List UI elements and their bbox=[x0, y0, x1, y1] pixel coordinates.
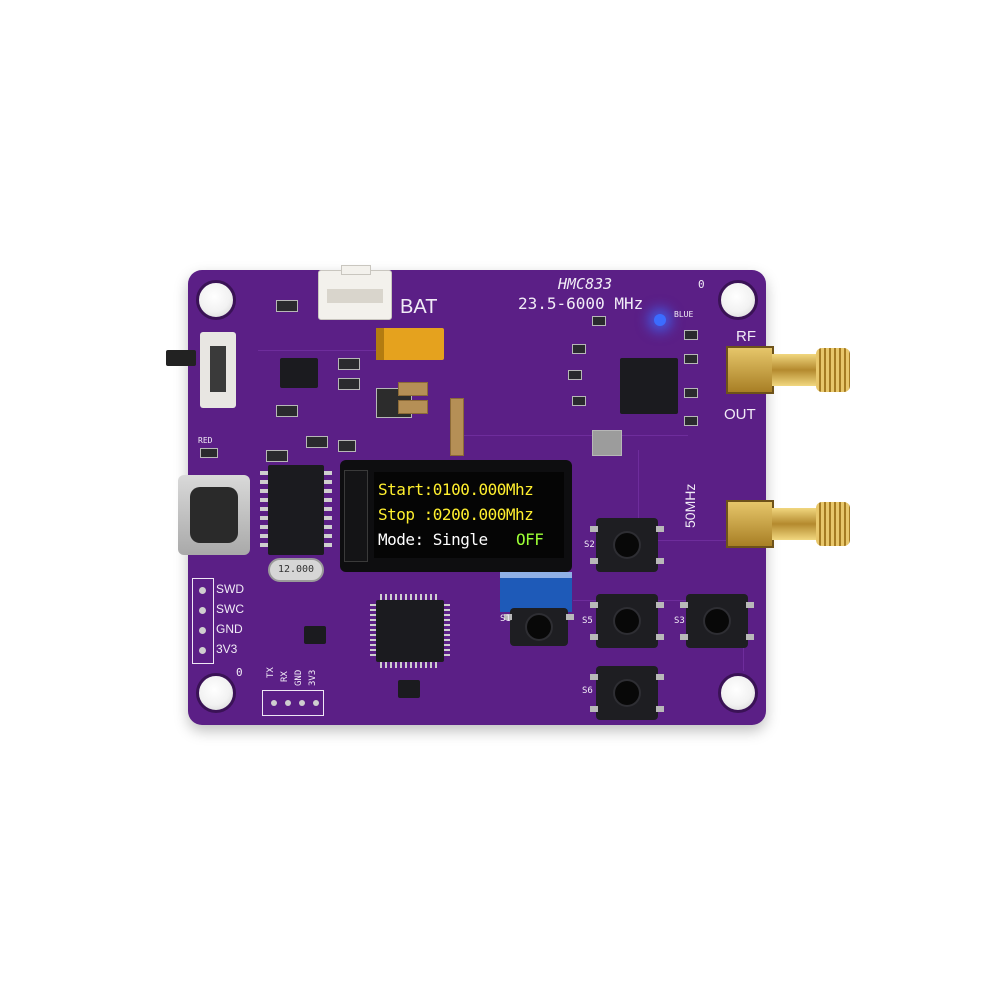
stop-line: Stop :0200.000Mhz bbox=[378, 505, 534, 524]
capacitor bbox=[398, 382, 428, 396]
oled-screen: Start:0100.000Mhz Stop :0200.000Mhz Mode… bbox=[374, 472, 564, 558]
start-label: Start: bbox=[378, 480, 433, 499]
button-s1-label: S1 bbox=[500, 614, 511, 624]
resistor bbox=[266, 450, 288, 462]
ref-label: 50MHz bbox=[682, 483, 698, 528]
resistor bbox=[684, 416, 698, 426]
pcb-trace bbox=[258, 350, 428, 351]
mounting-hole bbox=[718, 280, 758, 320]
pin-3v3: 3V3 bbox=[216, 642, 238, 656]
zero-label: 0 bbox=[698, 278, 705, 291]
button-s1[interactable] bbox=[504, 608, 574, 646]
pin-gnd: GND bbox=[216, 622, 243, 636]
hmc833-chip bbox=[620, 358, 678, 414]
serial-3v3: 3V3 bbox=[308, 669, 318, 686]
rf-out-sma-connector[interactable] bbox=[726, 342, 856, 398]
rf-label: RF bbox=[736, 328, 756, 345]
mode-line: Mode: Single OFF bbox=[378, 530, 544, 549]
resistor bbox=[276, 300, 298, 312]
capacitor bbox=[398, 400, 428, 414]
button-s5-label: S5 bbox=[582, 616, 593, 626]
bat-label: BAT bbox=[400, 296, 438, 318]
button-s2[interactable] bbox=[590, 518, 664, 572]
switch-lever[interactable] bbox=[166, 350, 196, 366]
serial-rx: RX bbox=[280, 671, 290, 682]
button-s5[interactable] bbox=[590, 594, 664, 648]
serial-header bbox=[262, 690, 324, 716]
regulator-chip bbox=[398, 680, 420, 698]
crystal-oscillator: 12.000 bbox=[268, 558, 324, 582]
usb-serial-chip bbox=[260, 465, 332, 555]
button-s6[interactable] bbox=[590, 666, 664, 720]
pcb-board: BAT HMC833 23.5-6000 MHz 0 12.000 bbox=[166, 265, 766, 725]
regulator-chip bbox=[280, 358, 318, 388]
start-value: 0100.000Mhz bbox=[432, 480, 534, 499]
swd-header bbox=[192, 578, 214, 664]
resistor bbox=[568, 370, 582, 380]
red-led-label: RED bbox=[198, 436, 213, 445]
resistor bbox=[684, 388, 698, 398]
status-led bbox=[654, 314, 666, 326]
button-s3[interactable] bbox=[680, 594, 754, 648]
pin-swc: SWC bbox=[216, 602, 244, 616]
mode-state: OFF bbox=[516, 530, 544, 549]
mounting-hole bbox=[718, 673, 758, 713]
serial-tx: TX bbox=[266, 667, 276, 678]
serial-gnd: GND bbox=[294, 669, 304, 686]
pin-swd: SWD bbox=[216, 582, 244, 596]
mounting-hole bbox=[196, 280, 236, 320]
red-led bbox=[200, 448, 218, 458]
power-switch[interactable] bbox=[200, 332, 236, 408]
mode-label: Mode: Single bbox=[378, 530, 488, 549]
button-s6-label: S6 bbox=[582, 686, 593, 696]
resistor bbox=[592, 316, 606, 326]
range-label: 23.5-6000 MHz bbox=[518, 294, 644, 313]
model-label: HMC833 bbox=[558, 275, 613, 293]
mounting-hole bbox=[196, 673, 236, 713]
resistor bbox=[306, 436, 328, 448]
resistor bbox=[572, 344, 586, 354]
resistor bbox=[572, 396, 586, 406]
led-label: BLUE bbox=[674, 310, 694, 319]
stop-label: Stop : bbox=[378, 505, 433, 524]
resistor bbox=[684, 330, 698, 340]
button-s3-label: S3 bbox=[674, 616, 685, 626]
resistor bbox=[338, 358, 360, 370]
stop-value: 0200.000Mhz bbox=[432, 505, 534, 524]
crystal-label: 12.000 bbox=[277, 564, 315, 575]
resistor bbox=[276, 405, 298, 417]
capacitor bbox=[450, 398, 464, 456]
button-s2-label: S2 bbox=[584, 540, 595, 550]
start-line: Start:0100.000Mhz bbox=[378, 480, 534, 499]
pcb-trace bbox=[638, 450, 749, 541]
resistor bbox=[338, 378, 360, 390]
oled-ribbon bbox=[500, 572, 572, 612]
zero-label-bottom: 0 bbox=[236, 666, 243, 679]
resistor bbox=[684, 354, 698, 364]
battery-connector bbox=[318, 265, 392, 320]
resistor bbox=[338, 440, 356, 452]
pcb-trace bbox=[458, 435, 688, 436]
tcxo bbox=[592, 430, 622, 456]
mcu-chip bbox=[370, 594, 450, 668]
usb-c-port[interactable] bbox=[178, 475, 250, 555]
ref-50mhz-sma-connector[interactable] bbox=[726, 496, 856, 552]
transistor bbox=[304, 626, 326, 644]
oled-module: Start:0100.000Mhz Stop :0200.000Mhz Mode… bbox=[340, 460, 572, 572]
out-label: OUT bbox=[724, 406, 756, 423]
tantalum-capacitor bbox=[376, 328, 444, 360]
